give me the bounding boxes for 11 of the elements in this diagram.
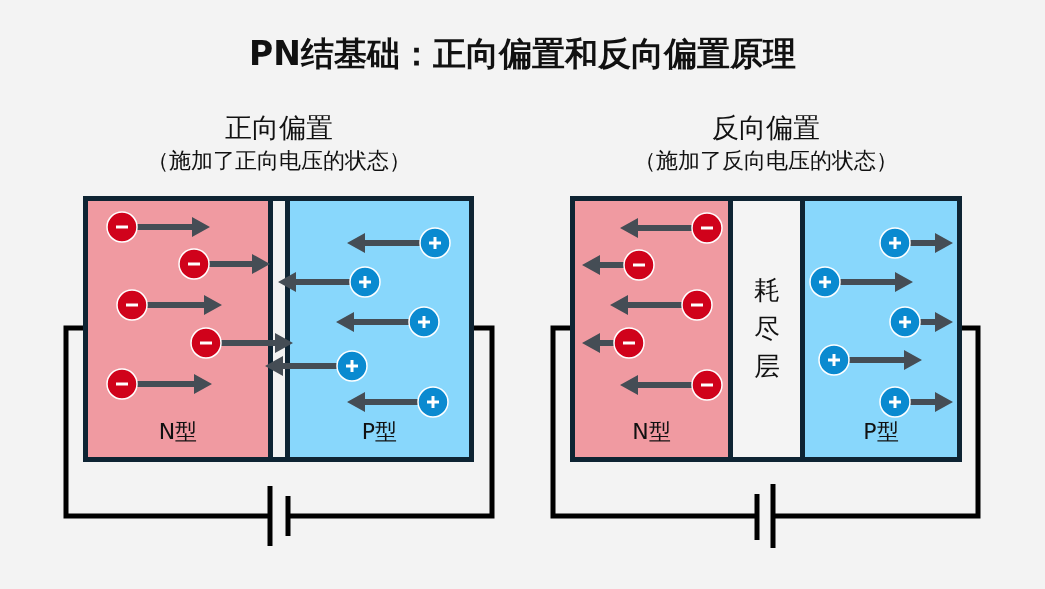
region-label: N型 [631, 418, 672, 446]
panel-subheading: （施加了反向电压的状态） [633, 147, 899, 175]
region-label: 耗尽层 [752, 274, 781, 383]
region-label: P型 [862, 418, 900, 446]
panel-subheading: （施加了正向电压的状态） [145, 147, 412, 175]
diagram-title: PN结基础：正向偏置和反向偏置原理 [248, 33, 797, 75]
panel-heading: 反向偏置 [711, 111, 821, 145]
region-label: P型 [360, 418, 399, 446]
panel-heading: 正向偏置 [223, 111, 334, 145]
region-label: N型 [157, 418, 199, 446]
depletion-layer [733, 201, 800, 457]
